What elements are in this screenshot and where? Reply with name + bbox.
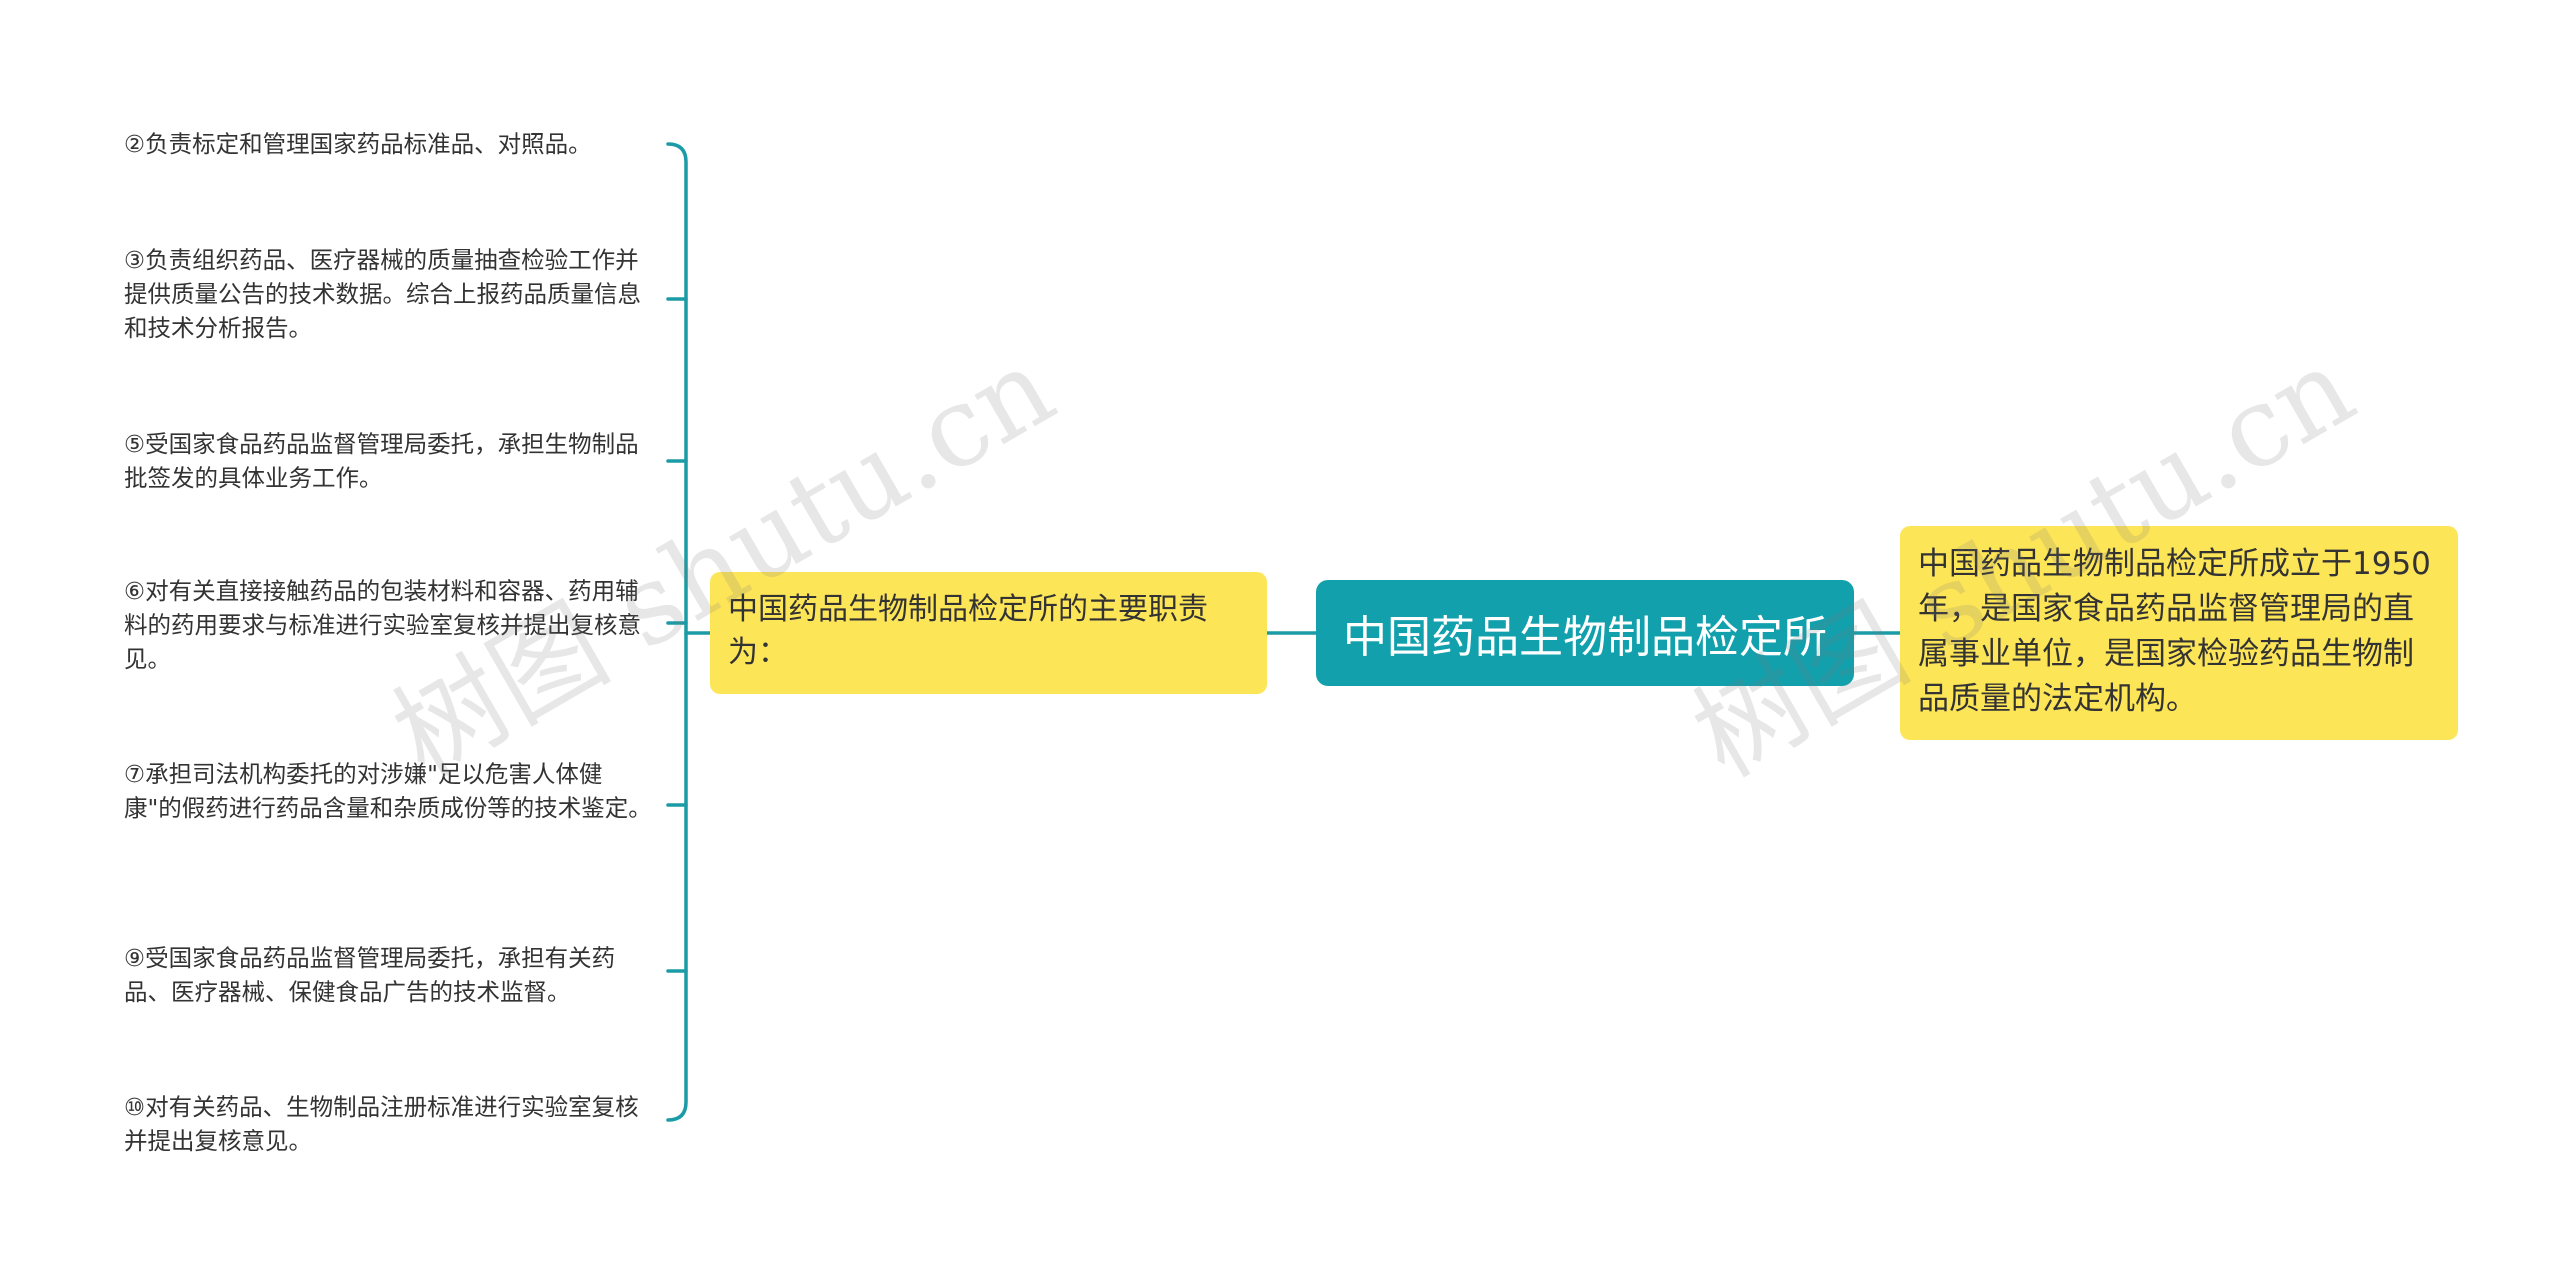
leaf-item: ⑥对有关直接接触药品的包装材料和容器、药用辅料的药用要求与标准进行实验室复核并提… xyxy=(124,577,641,673)
topic-node-duties[interactable]: 中国药品生物制品检定所的主要职责为： xyxy=(710,572,1267,694)
root-node[interactable]: 中国药品生物制品检定所 xyxy=(1316,580,1854,686)
leaf-item: ⑨受国家食品药品监督管理局委托，承担有关药品、医疗器械、保健食品广告的技术监督。 xyxy=(124,944,616,1006)
leaf-item: ⑩对有关药品、生物制品注册标准进行实验室复核并提出复核意见。 xyxy=(124,1093,639,1155)
leaf-item: ⑦承担司法机构委托的对涉嫌"足以危害人体健康"的假药进行药品含量和杂质成份等的技… xyxy=(124,760,652,822)
leaf-item: ⑤受国家食品药品监督管理局委托，承担生物制品批签发的具体业务工作。 xyxy=(124,430,639,492)
topic-node-duties-label: 中国药品生物制品检定所的主要职责为： xyxy=(728,592,1208,670)
topic-node-intro-label: 中国药品生物制品检定所成立于1950年，是国家食品药品监督管理局的直属事业单位，… xyxy=(1918,546,2431,717)
leaf-item: ③负责组织药品、医疗器械的质量抽查检验工作并提供质量公告的技术数据。综合上报药品… xyxy=(124,246,641,342)
leaf-item: ②负责标定和管理国家药品标准品、对照品。 xyxy=(124,130,592,158)
connector-bracket-spine xyxy=(666,142,688,1122)
root-node-label: 中国药品生物制品检定所 xyxy=(1343,612,1827,663)
topic-node-intro[interactable]: 中国药品生物制品检定所成立于1950年，是国家食品药品监督管理局的直属事业单位，… xyxy=(1900,526,2458,740)
